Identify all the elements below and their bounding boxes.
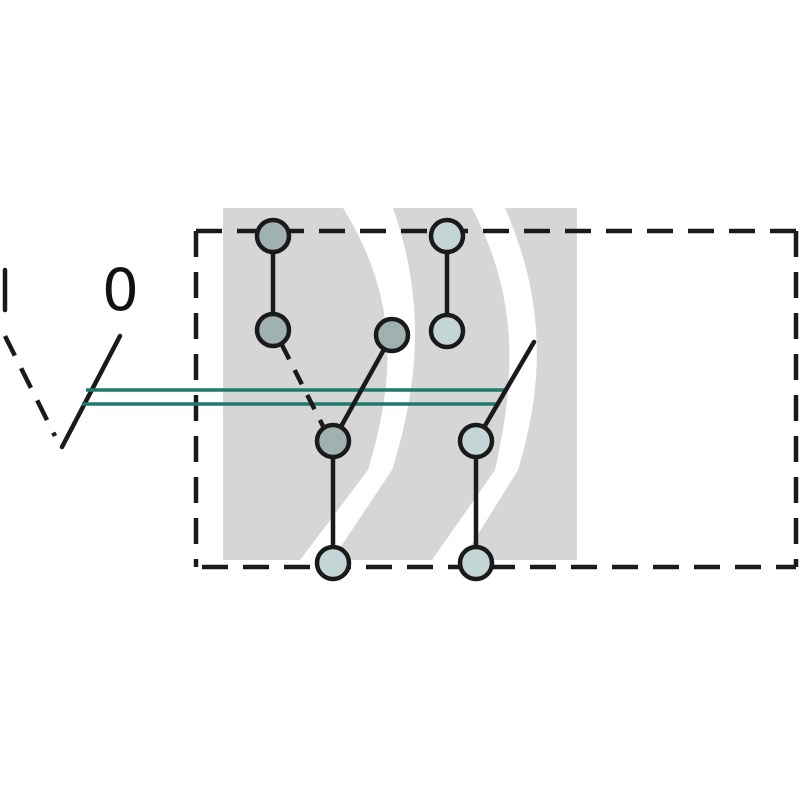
terminal-top-right	[428, 217, 466, 255]
terminal-common-pole-1	[314, 422, 352, 460]
terminal-bottom-right	[457, 544, 495, 582]
terminal-mid-right	[428, 312, 466, 350]
terminal-common-pole-2	[457, 422, 495, 460]
terminal-mid-left	[254, 311, 292, 349]
terminal-top-left	[254, 217, 292, 255]
switch-enclosure-dashed-box	[193, 228, 799, 570]
position-off-label: 0	[102, 256, 139, 324]
terminal-bottom-left	[314, 544, 352, 582]
mechanical-linkage	[82, 388, 505, 406]
brand-logo-watermark	[223, 208, 577, 560]
terminal-mid-center	[373, 316, 411, 354]
